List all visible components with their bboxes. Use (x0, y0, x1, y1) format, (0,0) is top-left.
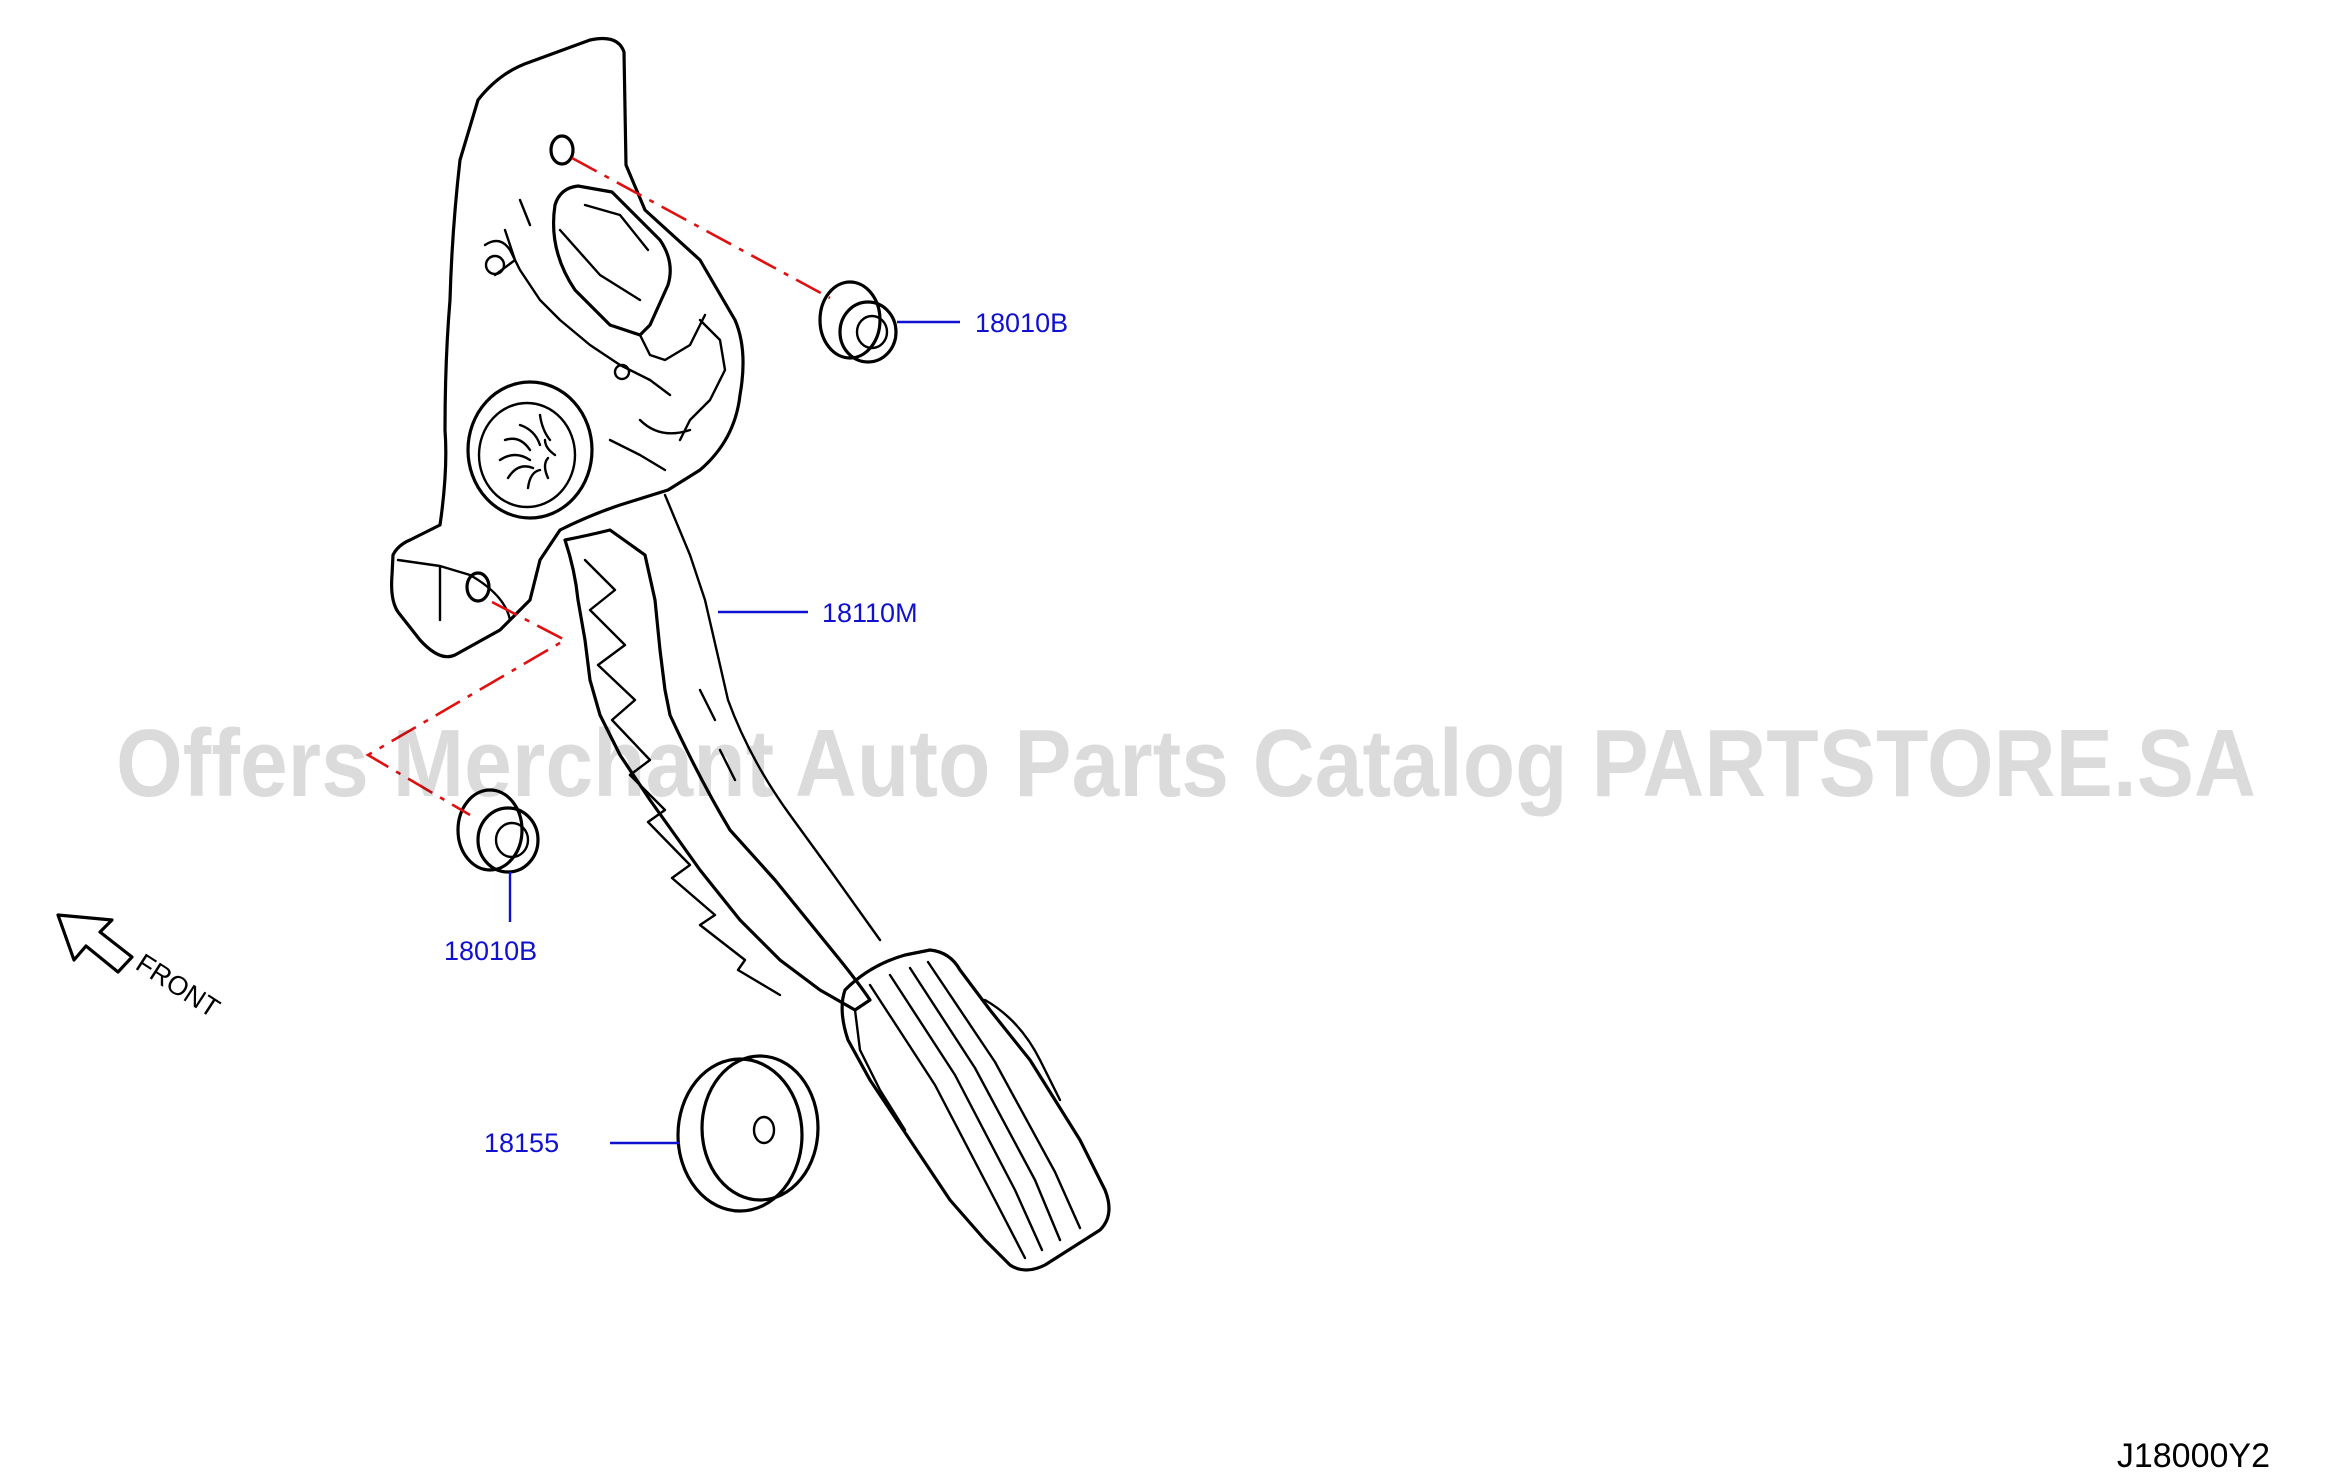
lower-mount-hole (465, 571, 491, 603)
nut-upper[interactable] (818, 280, 898, 364)
front-direction-indicator: FRONT (56, 913, 225, 1024)
lower-alignment-line (365, 600, 568, 817)
stopper-center-hole (752, 1115, 776, 1145)
front-arrow-icon (56, 913, 134, 974)
reference-code: J18000Y2 (2117, 1437, 2270, 1475)
nut-upper-bore (855, 314, 889, 350)
stopper-body (676, 1057, 804, 1213)
pedal-arm-edge (663, 493, 882, 942)
spring-drum-vanes (498, 413, 557, 490)
nut-lower-bore (494, 821, 530, 859)
upper-alignment-line (571, 156, 831, 300)
housing-pin-2 (613, 363, 631, 381)
pedal-arm[interactable] (563, 528, 872, 1012)
spring-drum (466, 380, 594, 520)
front-label: FRONT (131, 948, 225, 1024)
pedal-arm-ribs (583, 558, 782, 997)
watermark: Offers Merchant Auto Parts Catalog PARTS… (116, 710, 2256, 817)
housing-pin (484, 254, 506, 276)
nut-lower-flange (456, 788, 524, 872)
pedal-assembly[interactable] (390, 36, 1111, 1272)
part-label-pedal-assembly[interactable]: 18110M (822, 598, 918, 628)
nut-upper-flange (818, 280, 882, 360)
pedal-pad[interactable] (840, 948, 1111, 1272)
sensor-housing-detail (558, 203, 707, 362)
nut-lower-face (476, 806, 540, 874)
sensor-housing (551, 184, 672, 337)
stopper-cap (700, 1054, 820, 1202)
pedal-pad-grooves (868, 960, 1082, 1260)
part-label-nut-upper[interactable]: 18010B (975, 308, 1068, 338)
part-label-nut-lower[interactable]: 18010B (444, 936, 537, 966)
lower-tab (396, 558, 512, 622)
spring-drum-inner (477, 401, 577, 509)
bracket-outline (390, 36, 745, 659)
upper-mount-hole (549, 134, 575, 166)
nut-upper-face (838, 300, 898, 364)
housing-details (483, 198, 727, 472)
nut-lower[interactable] (456, 788, 540, 874)
stopper[interactable] (676, 1054, 820, 1213)
pedal-pad-heel (853, 998, 1062, 1132)
part-label-stopper[interactable]: 18155 (484, 1128, 559, 1158)
